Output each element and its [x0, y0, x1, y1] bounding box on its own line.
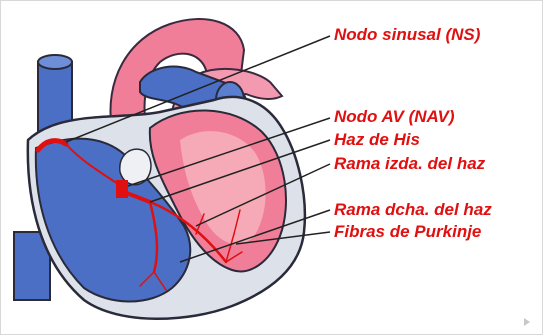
av-node: [116, 180, 128, 198]
play-icon[interactable]: [524, 318, 530, 326]
label-sinus-node: Nodo sinusal (NS): [334, 25, 480, 45]
vena-cava-opening: [38, 55, 72, 69]
label-av-node: Nodo AV (NAV): [334, 107, 455, 127]
label-right-bundle-branch: Rama dcha. del haz: [334, 200, 492, 220]
label-purkinje-fibers: Fibras de Purkinje: [334, 222, 481, 242]
label-his-bundle: Haz de His: [334, 130, 420, 150]
label-left-bundle-branch: Rama izda. del haz: [334, 154, 485, 174]
